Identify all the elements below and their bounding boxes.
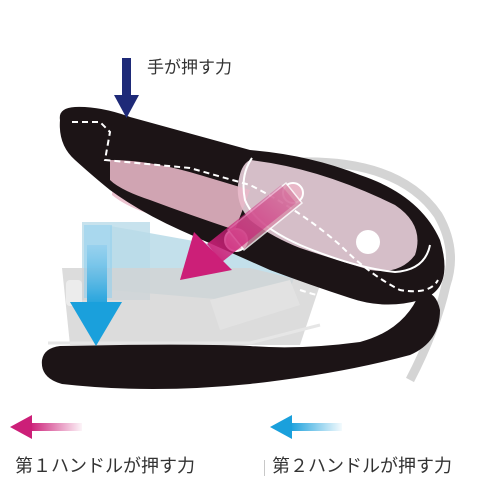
legend-second-arrow-icon (270, 415, 342, 439)
handle-outline (242, 157, 431, 274)
second-handle-force-label: 第２ハンドルが押す力 (272, 456, 452, 477)
base-handle-highlight (48, 323, 321, 345)
second-handle-arrow-icon (70, 245, 122, 346)
lever-dashed-outline (72, 121, 439, 293)
legend-first-arrow-icon (10, 415, 82, 439)
inner-lever-window (110, 160, 250, 230)
hand-force-arrow-icon (114, 58, 139, 118)
legend-separator (264, 460, 265, 476)
lower-mechanism-linkage (210, 280, 300, 330)
hand-force-label: 手が押す力 (147, 58, 232, 78)
lever-dashed-outline-2 (299, 289, 361, 303)
first-handle-arrow-icon (180, 185, 296, 280)
lower-mechanism-part (62, 268, 320, 345)
lower-mechanism-slot (66, 280, 82, 306)
pivot-rear (356, 230, 380, 254)
first-handle-force-label: 第１ハンドルが押す力 (15, 456, 195, 477)
base-handle (41, 291, 440, 389)
